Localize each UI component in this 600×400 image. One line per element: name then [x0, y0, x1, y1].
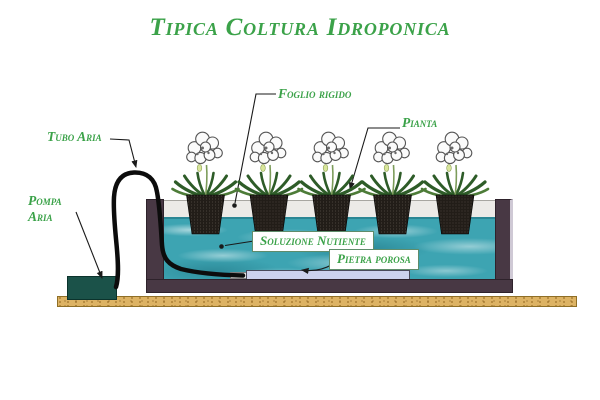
plant-3: [296, 130, 367, 236]
leader-foglio-dot: [232, 203, 237, 208]
plant-5: [420, 130, 490, 236]
leader-soluzione-dot: [219, 244, 224, 249]
diagram-title: Tipica Coltura Idroponica: [149, 14, 451, 41]
plant-4: [357, 130, 428, 236]
leader-foglio-rigido: [234, 93, 276, 204]
plant-1: [170, 130, 241, 236]
leader-pianta: [348, 127, 400, 191]
label-pompa-line1: Pompa: [28, 193, 62, 208]
leader-soluzione: [224, 240, 255, 247]
leader-pompa-aria: [75, 211, 103, 280]
leader-tubo-aria: [109, 138, 138, 169]
label-pompa-line2: Aria: [28, 209, 53, 224]
label-foglio-rigido: Foglio rigido: [278, 86, 352, 101]
wooden-base: [57, 296, 577, 307]
plants: [170, 130, 490, 236]
label-soluzione-nutiente: Soluzione Nutiente: [252, 231, 374, 252]
label-pompa-aria: Pompa Aria: [28, 193, 62, 225]
label-pietra-porosa: Pietra porosa: [329, 249, 419, 270]
label-tubo-aria: Tubo Aria: [47, 129, 102, 144]
label-pianta: Pianta: [402, 115, 438, 130]
air-tube: [111, 170, 246, 290]
leader-lines: [75, 93, 400, 280]
tank-bottom-wall: [146, 279, 513, 293]
